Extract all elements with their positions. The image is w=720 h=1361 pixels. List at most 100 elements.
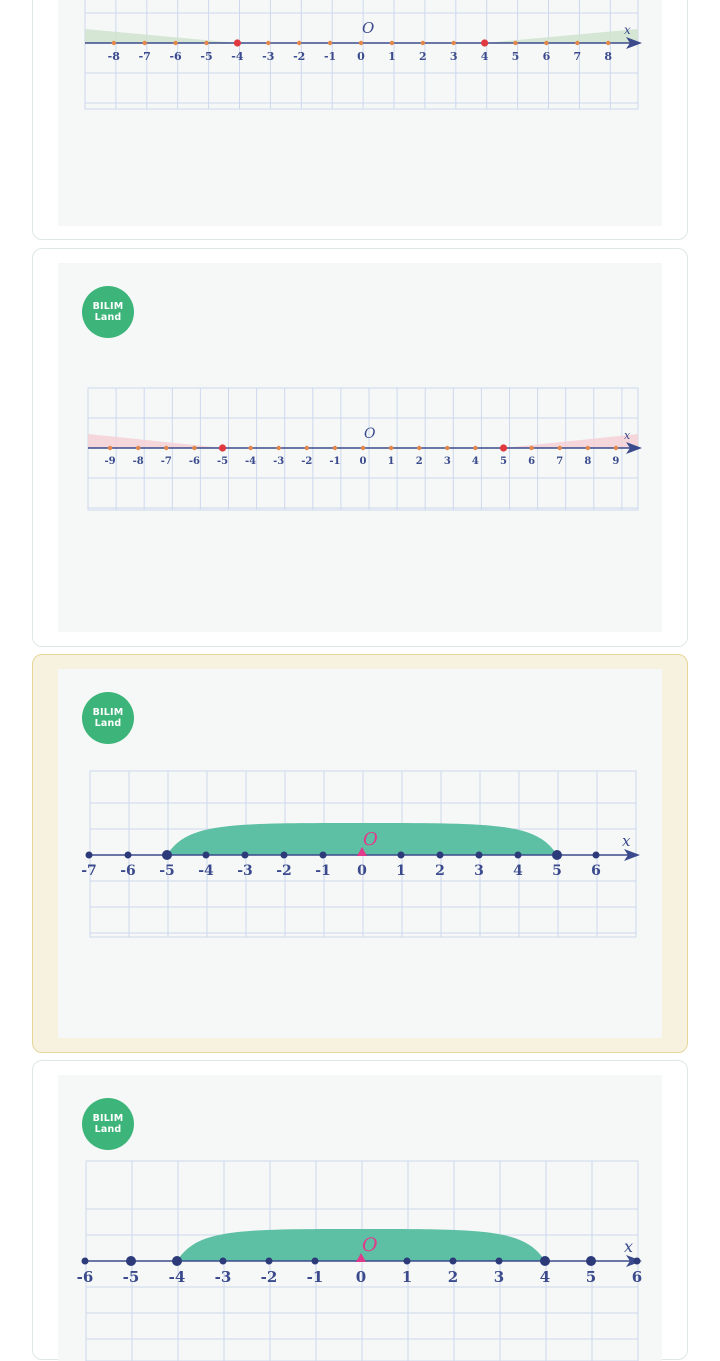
closed-point	[233, 39, 241, 47]
tick-dot	[327, 40, 333, 46]
logo-line-1: BILIM	[92, 1113, 124, 1124]
closed-point	[481, 39, 489, 47]
shaded-region-right	[484, 29, 638, 43]
tick-dot	[397, 851, 405, 859]
tick-dot	[475, 851, 483, 859]
tick-label: 0	[357, 50, 365, 63]
axis-label-x: x	[622, 832, 631, 850]
tick-dot	[248, 445, 253, 451]
shaded-region-left	[85, 29, 238, 43]
tick-label: -7	[139, 50, 151, 63]
tick-dot	[297, 40, 302, 46]
tick-label: 2	[419, 50, 427, 63]
tick-label: 0	[357, 863, 367, 879]
closed-point	[218, 444, 227, 452]
closed-point	[499, 444, 508, 452]
tick-dot	[495, 1257, 503, 1265]
tick-dot	[417, 445, 422, 451]
tick-dot	[606, 40, 611, 46]
shaded-region-left	[88, 434, 223, 448]
tick-dot	[142, 40, 147, 46]
tick-label: 3	[474, 863, 484, 879]
tick-dot	[529, 445, 534, 451]
tick-label: 4	[513, 863, 523, 879]
logo-line-1: BILIM	[92, 707, 124, 718]
tick-label: -6	[189, 456, 200, 467]
logo-line-1: BILIM	[92, 301, 124, 312]
tick-label: -3	[215, 1268, 232, 1286]
tick-label: -6	[77, 1268, 94, 1286]
tick-dot	[136, 445, 141, 451]
tick-dot	[204, 40, 209, 46]
grid	[87, 387, 639, 511]
tick-dot	[202, 851, 210, 859]
bilimland-logo: BILIM Land	[82, 286, 134, 338]
tick-dot	[280, 851, 288, 859]
tick-label: -3	[237, 863, 253, 879]
tick-label: 4	[481, 50, 489, 63]
tick-dot	[319, 851, 327, 859]
tick-dot	[192, 445, 197, 451]
logo-line-2: Land	[94, 312, 122, 323]
tick-dot	[389, 40, 395, 46]
axis-label-x: x	[624, 1237, 633, 1256]
tick-label: 3	[494, 1268, 504, 1286]
x-axis-arrow	[626, 442, 642, 454]
tick-dot	[592, 851, 600, 859]
tick-label: -4	[198, 863, 214, 879]
tick-label: 1	[388, 50, 396, 63]
tick-label: 7	[573, 50, 581, 63]
bilimland-logo: BILIM Land	[82, 1098, 134, 1150]
logo-line-2: Land	[94, 718, 122, 729]
tick-label: -2	[293, 50, 305, 63]
tick-label: 5	[552, 863, 562, 879]
tick-label: -5	[200, 50, 212, 63]
tick-label: 3	[450, 50, 458, 63]
tick-dot	[173, 40, 178, 46]
tick-label: -6	[169, 50, 182, 63]
origin-label: O	[364, 426, 376, 442]
origin-label: O	[362, 19, 374, 37]
tick-dot	[544, 40, 549, 46]
tick-dot	[613, 445, 619, 451]
tick-label: -5	[217, 456, 228, 467]
tick-dot	[219, 1257, 227, 1265]
tick-label: 0	[356, 1268, 366, 1286]
tick-label: -3	[273, 456, 284, 467]
tick-dot	[403, 1257, 411, 1265]
tick-dot	[586, 1256, 596, 1266]
tick-label: -2	[301, 456, 312, 467]
tick-label: 7	[556, 456, 563, 467]
tick-label: 2	[448, 1268, 458, 1286]
tick-label: -1	[324, 50, 336, 63]
tick-dot	[575, 40, 580, 46]
tick-label: 5	[500, 456, 507, 467]
tick-label: 6	[528, 456, 535, 467]
tick-dot	[436, 851, 444, 859]
tick-dot	[449, 1257, 457, 1265]
tick-dot	[276, 445, 281, 451]
tick-label: -6	[120, 863, 136, 879]
tick-dot	[266, 40, 271, 46]
tick-label: -9	[105, 456, 116, 467]
tick-label: 5	[512, 50, 520, 63]
x-axis-arrow	[626, 37, 642, 49]
tick-label: -7	[161, 456, 172, 467]
axis-label-x: x	[624, 23, 631, 37]
tick-label: 1	[402, 1268, 412, 1286]
tick-label: 2	[416, 456, 423, 467]
tick-label: -1	[329, 456, 340, 467]
closed-point	[172, 1256, 182, 1266]
